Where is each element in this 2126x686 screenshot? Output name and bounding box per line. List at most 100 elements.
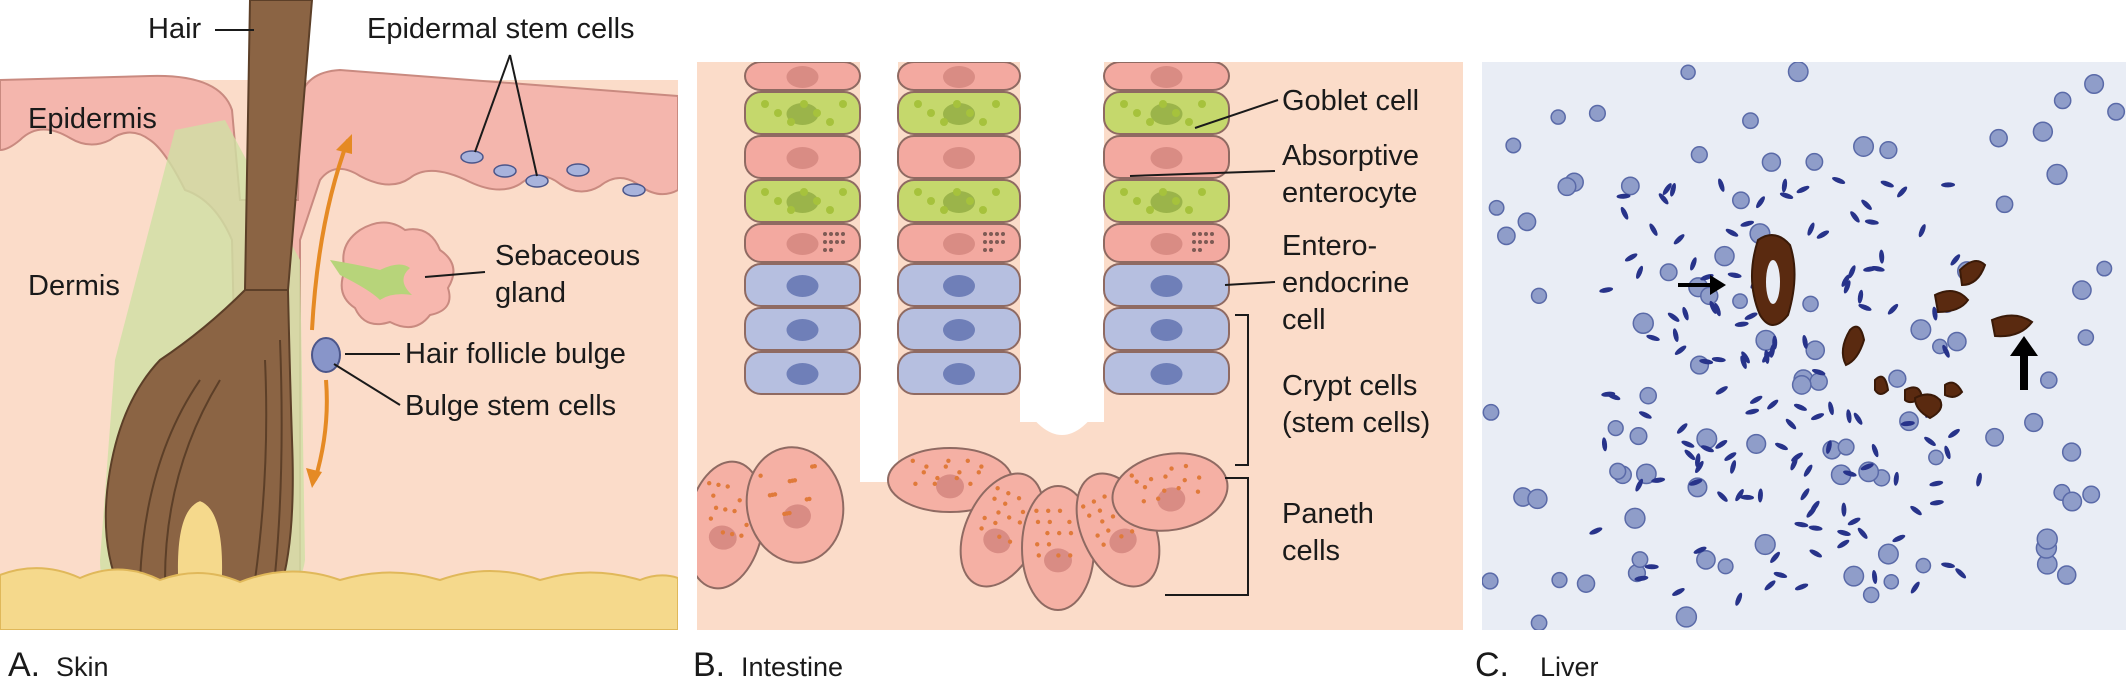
intestine-cell-goblet	[744, 91, 861, 135]
hepatocyte-nucleus	[1557, 177, 1577, 197]
inflammatory-nucleus	[1715, 439, 1728, 449]
inflammatory-nucleus	[1929, 500, 1944, 506]
intestine-cell-crypt	[897, 351, 1021, 395]
hepatocyte-nucleus	[2062, 491, 2083, 512]
inflammatory-nucleus	[1735, 489, 1744, 502]
inflammatory-nucleus	[1800, 488, 1810, 501]
hepatocyte-nucleus	[1915, 557, 1932, 574]
inflammatory-nucleus	[1741, 351, 1750, 364]
inflammatory-nucleus	[1676, 423, 1688, 434]
hepatocyte-nucleus	[1588, 104, 1607, 122]
intestine-cell-entero	[744, 223, 861, 263]
hepatocyte-nucleus	[1761, 152, 1782, 172]
hepatocyte-nucleus	[1787, 62, 1809, 83]
inflammatory-nucleus	[1762, 350, 1772, 363]
hepatocyte-nucleus	[1551, 571, 1568, 589]
inflammatory-nucleus	[1929, 480, 1944, 487]
label-paneth-2: cells	[1282, 535, 1340, 567]
inflammatory-nucleus	[1808, 525, 1823, 531]
hepatocyte-nucleus	[1635, 463, 1657, 485]
hair-bulb	[104, 289, 294, 591]
hepatocyte-nucleus	[2072, 280, 2092, 301]
hepatocyte-nucleus	[1805, 340, 1826, 361]
intestine-cell-enterocyte	[1103, 135, 1230, 179]
hepatocyte-nucleus	[2061, 442, 2082, 462]
duct-lumen	[1766, 260, 1780, 304]
inflammatory-nucleus	[1649, 223, 1658, 236]
intestine-cell-enterocyte	[1103, 62, 1230, 91]
inflammatory-nucleus	[1667, 312, 1680, 322]
inflammatory-nucleus	[1857, 527, 1868, 539]
inflammatory-nucleus	[1699, 358, 1714, 365]
inflammatory-nucleus	[1644, 564, 1659, 570]
hepatocyte-nucleus	[1505, 137, 1522, 154]
lumen-right	[1020, 62, 1104, 422]
hepatocyte-nucleus	[1689, 355, 1710, 375]
hepatocyte-nucleus	[1989, 128, 2008, 148]
hepatocyte-nucleus	[1497, 226, 1516, 246]
hepatocyte-nucleus	[1714, 245, 1735, 267]
inflammatory-nucleus	[1674, 345, 1687, 355]
inflammatory-nucleus	[1715, 386, 1728, 395]
lumen-bottom	[1020, 400, 1104, 435]
inflammatory-nucleus	[1847, 517, 1861, 526]
hepatocyte-nucleus	[1696, 428, 1718, 450]
inflammatory-nucleus	[1809, 549, 1822, 558]
inflammatory-nucleus	[1918, 224, 1926, 238]
inflammatory-nucleus	[1749, 395, 1763, 404]
inflammatory-nucleus	[1636, 265, 1644, 279]
dermal-papilla	[175, 498, 225, 596]
hepatocyte-nucleus	[1620, 176, 1640, 196]
inflammatory-nucleus	[1910, 581, 1920, 594]
hepatocyte-nucleus	[1862, 586, 1880, 604]
inflammatory-nucleus	[1861, 199, 1872, 210]
inflammatory-nucleus	[1730, 460, 1737, 474]
intestine-cell-goblet	[897, 91, 1021, 135]
inflammatory-nucleus	[1589, 527, 1603, 535]
hepatocyte-nucleus	[1843, 565, 1865, 587]
label-entero-3: cell	[1282, 304, 1326, 336]
liver-arrow-up-icon	[2010, 336, 2038, 390]
label-crypt-1: Crypt cells	[1282, 370, 1417, 402]
inflammatory-nucleus	[1837, 539, 1850, 549]
inflammatory-nucleus	[1684, 449, 1696, 461]
inflammatory-nucleus	[1879, 249, 1885, 264]
hepatocyte-nucleus	[1527, 488, 1548, 510]
label-epidermis: Epidermis	[28, 103, 157, 135]
hepatocyte-nucleus	[1809, 372, 1828, 391]
inflammatory-nucleus	[1794, 583, 1809, 591]
epidermis-layer	[0, 68, 678, 601]
intestine-cell-crypt	[744, 351, 861, 395]
inflammatory-nucleus	[1767, 399, 1779, 410]
hepatocyte-nucleus	[1746, 433, 1767, 455]
inflammatory-nucleus	[1734, 321, 1749, 327]
intestine-cell-enterocyte	[897, 62, 1021, 91]
caption-liver: Liver	[1540, 652, 1599, 681]
inflammatory-nucleus	[1624, 253, 1638, 262]
hepatocyte-nucleus	[2036, 528, 2058, 550]
inflammatory-nucleus	[1740, 220, 1755, 227]
hepatocyte-nucleus	[1985, 427, 2005, 447]
inflammatory-nucleus	[1850, 211, 1860, 223]
label-absorptive-1: Absorptive	[1282, 140, 1419, 172]
hepatocyte-nucleus	[2082, 485, 2101, 504]
label-epidermal-stem-cells: Epidermal stem cells	[367, 13, 635, 45]
inflammatory-nucleus	[1811, 368, 1826, 376]
inflammatory-nucleus	[1662, 183, 1672, 195]
intestine-leader-lines	[1129, 99, 1279, 596]
inflammatory-nucleus	[1785, 418, 1797, 430]
bulge-stem-cell	[311, 337, 341, 373]
inflammatory-nucleus	[1892, 534, 1906, 543]
inflammatory-nucleus	[1872, 570, 1878, 584]
inflammatory-nucleus	[1718, 178, 1725, 192]
inflammatory-nucleus	[1695, 460, 1704, 474]
hepatocyte-nucleus	[2107, 102, 2126, 121]
inflammatory-nucleus	[1806, 506, 1817, 518]
lumen-left	[860, 62, 898, 482]
inflammatory-nucleus	[1796, 185, 1810, 194]
arrow-up-icon	[336, 134, 352, 154]
inflammatory-nucleus	[1841, 274, 1850, 287]
inflammatory-nucleus	[1846, 409, 1852, 424]
hepatocyte-nucleus	[1576, 574, 1596, 593]
inflammatory-nucleus	[1860, 463, 1874, 471]
